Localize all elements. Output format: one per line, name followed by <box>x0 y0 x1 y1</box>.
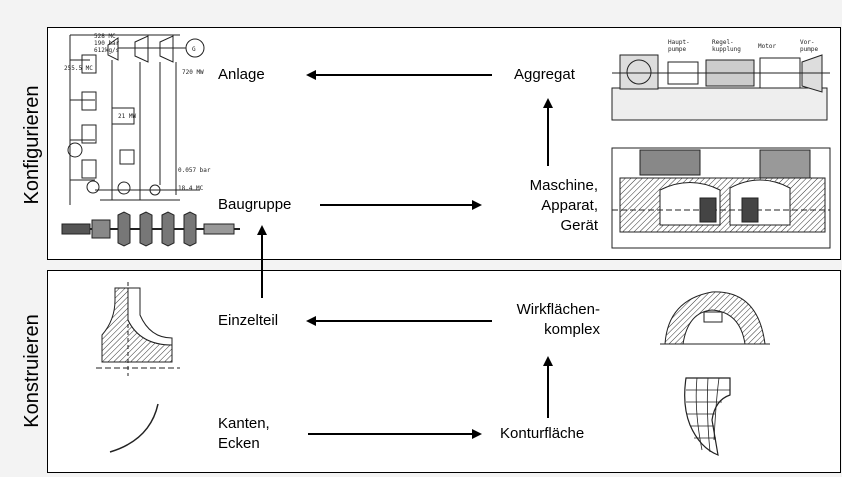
svg-text:18.4 MC: 18.4 MC <box>178 185 204 192</box>
svg-text:pumpe: pumpe <box>668 46 686 53</box>
node-maschine: Maschine, Apparat, Gerät <box>502 176 598 236</box>
node-kanten: Kanten, Ecken <box>218 414 270 454</box>
pump-section-drawing <box>612 148 830 248</box>
rotor-shaft-drawing <box>62 212 240 246</box>
svg-text:255.5 MC: 255.5 MC <box>64 65 93 72</box>
node-kanten-line1: Kanten, <box>218 414 270 434</box>
svg-text:Regel-: Regel- <box>712 39 734 46</box>
node-maschine-line2: Apparat, <box>502 196 598 216</box>
node-wirkflaechen-line2: komplex <box>490 320 600 340</box>
svg-text:0.057 bar: 0.057 bar <box>178 167 211 174</box>
node-maschine-line3: Gerät <box>502 216 598 236</box>
node-aggregat: Aggregat <box>514 65 575 85</box>
svg-text:Vor-: Vor- <box>800 39 814 46</box>
blade-segment-drawing <box>660 292 770 344</box>
aggregat-drawing <box>612 55 830 120</box>
node-anlage: Anlage <box>218 65 265 85</box>
svg-text:190 bar: 190 bar <box>94 40 120 47</box>
node-baugruppe: Baugruppe <box>218 195 291 215</box>
node-konturflaeche: Konturfläche <box>500 424 584 444</box>
svg-text:kupplung: kupplung <box>712 46 741 53</box>
svg-text:Motor: Motor <box>758 43 776 50</box>
aggregat-labels: Haupt- pumpe Regel- kupplung Motor Vor- … <box>668 39 818 53</box>
node-kanten-line2: Ecken <box>218 434 270 454</box>
node-maschine-line1: Maschine, <box>502 176 598 196</box>
node-wirkflaechen-line1: Wirkflächen- <box>490 300 600 320</box>
svg-text:528 MC: 528 MC <box>94 33 116 40</box>
plant-schematic-drawing <box>68 35 204 205</box>
edge-curve-drawing <box>110 404 158 452</box>
svg-text:Haupt-: Haupt- <box>668 39 690 46</box>
svg-text:720 MW: 720 MW <box>182 69 204 76</box>
svg-text:612kg/s: 612kg/s <box>94 47 120 54</box>
node-einzelteil: Einzelteil <box>218 311 278 331</box>
svg-text:G: G <box>192 46 196 53</box>
svg-text:pumpe: pumpe <box>800 46 818 53</box>
impeller-part-drawing <box>96 282 180 376</box>
node-wirkflaechen: Wirkflächen- komplex <box>490 300 600 340</box>
svg-text:21 MW: 21 MW <box>118 113 136 120</box>
contour-mesh-drawing <box>685 378 730 455</box>
